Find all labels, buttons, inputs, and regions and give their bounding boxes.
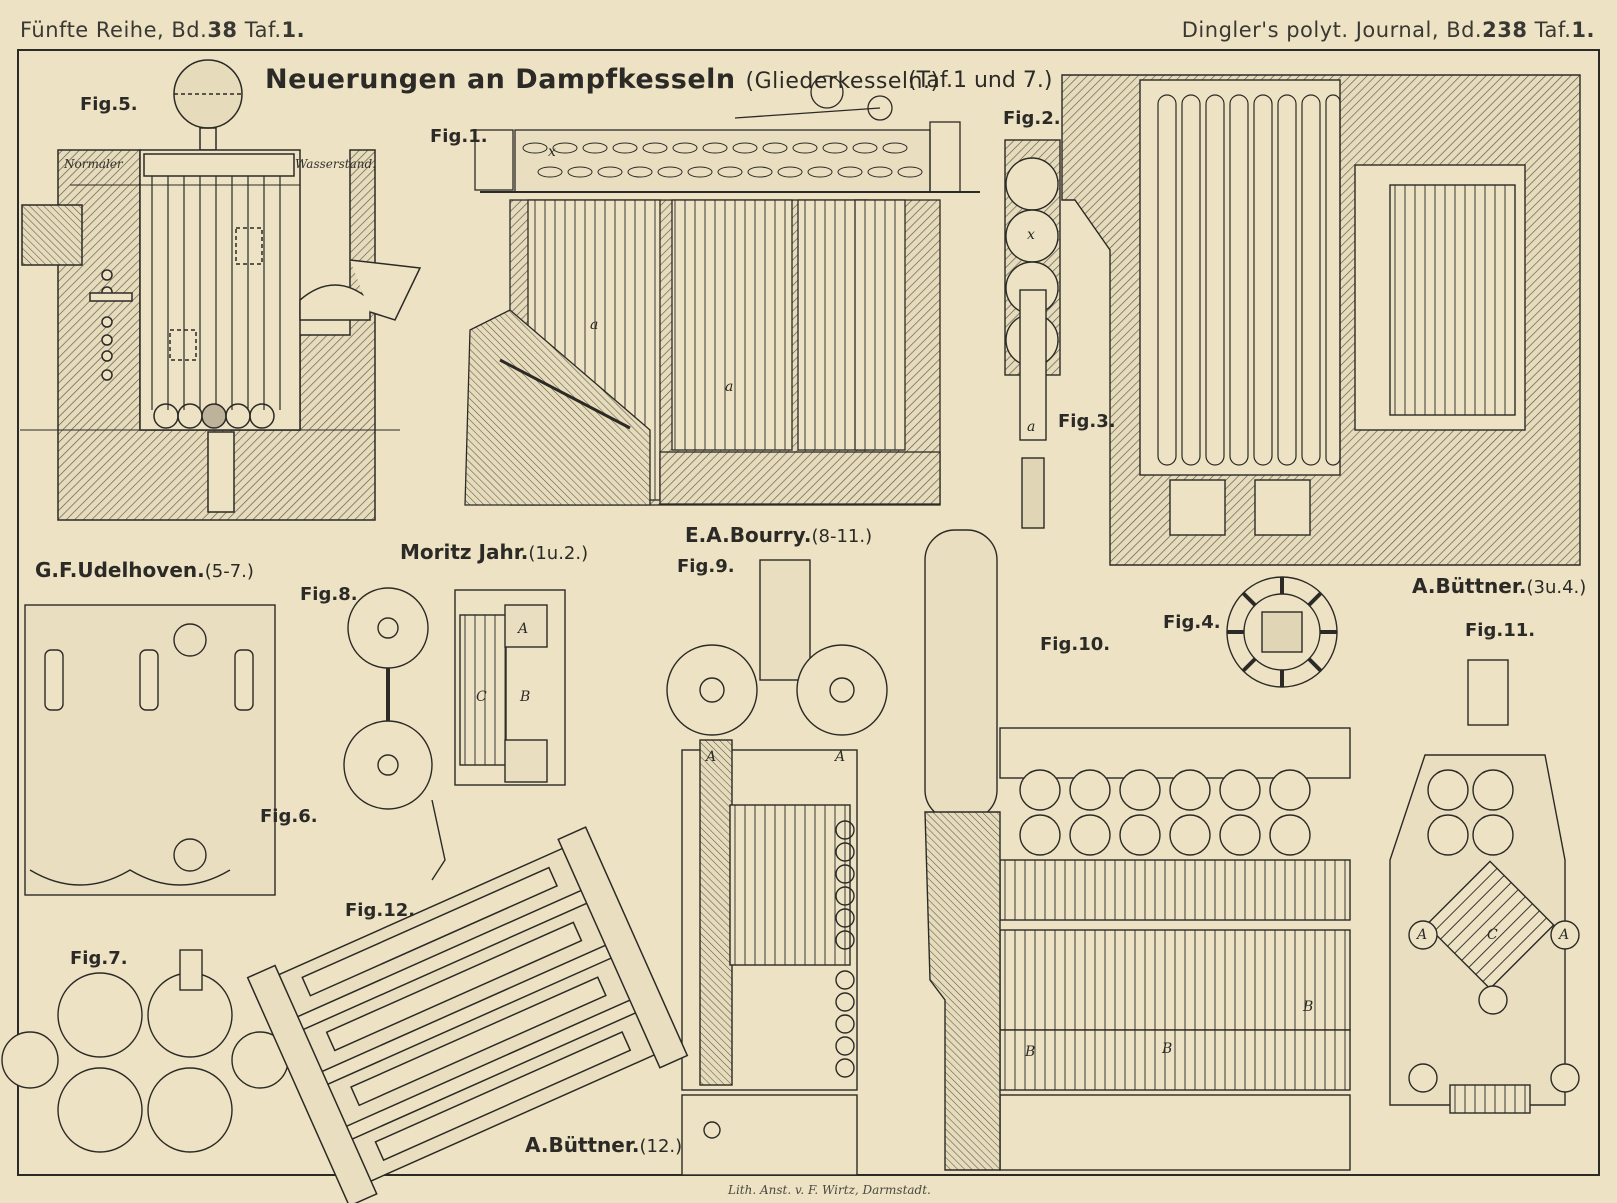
boiler-body [139, 149, 301, 431]
plate-title: Neuerungen an Dampfkesseln (Gliederkesse… [265, 66, 940, 93]
fig2-label: Fig.2. [1003, 108, 1061, 129]
credit-jahr-name: Moritz Jahr. [400, 540, 529, 564]
fig3-drawing [1061, 74, 1581, 566]
credit-bourry-ref: (8-11.) [811, 526, 873, 547]
lithographer-imprint: Lith. Anst. v. F. Wirtz, Darmstadt. [728, 1183, 931, 1197]
fig9-drawing [666, 559, 888, 1176]
mark-A-fig9: A [706, 749, 717, 765]
credit-buettner-3-4: A.Büttner.(3u.4.) [1412, 576, 1586, 597]
note-water-level: Wasserstand. [295, 157, 376, 171]
credit-udelhoven: G.F.Udelhoven.(5-7.) [35, 560, 254, 581]
upper-drum-row [514, 129, 931, 193]
fig4-drawing [1226, 576, 1338, 688]
note-normal: Normaler [64, 157, 123, 171]
header-series: Fünfte Reihe, Bd. [20, 18, 208, 42]
fig10-label: Fig.10. [1040, 634, 1111, 655]
mark-B-fig8: B [520, 689, 531, 705]
header-right: Dingler's polyt. Journal, Bd.238 Taf.1. [1182, 20, 1595, 41]
header-journal-plate-number: 1. [1571, 18, 1595, 42]
header-left: Fünfte Reihe, Bd.38 Taf.1. [20, 20, 305, 41]
header-journal: Dingler's polyt. Journal, Bd. [1181, 18, 1483, 42]
fig4-label: Fig.4. [1163, 612, 1221, 633]
mark-A-fig11-left: A [1417, 927, 1428, 943]
credit-bourry: E.A.Bourry.(8-11.) [685, 525, 872, 546]
fig1-label: Fig.1. [430, 126, 488, 147]
mark-A-fig8: A [518, 621, 529, 637]
credit-bourry-name: E.A.Bourry. [685, 523, 812, 547]
title-plates: (Taf.1 und 7.) [908, 68, 1053, 93]
fig6-fig7-drawing [1, 604, 289, 1153]
fig8-label: Fig.8. [300, 584, 358, 605]
header-journal-volume: 238 [1482, 18, 1528, 42]
title-sub: (Gliederkesseln.) [745, 69, 940, 94]
fig5-drawing [20, 59, 422, 521]
mark-A-fig11-right: A [1559, 927, 1570, 943]
mark-B-fig10-mid: B [1162, 1041, 1173, 1057]
mark-x-fig2: x [1027, 227, 1035, 243]
mark-x-fig1: x [548, 144, 556, 160]
fig11-label: Fig.11. [1465, 620, 1536, 641]
mark-a-fig2: a [1027, 419, 1036, 435]
credit-buettner-3-4-name: A.Büttner. [1412, 574, 1527, 598]
mark-a-fig1-lower: a [725, 379, 734, 395]
credit-jahr-ref: (1u.2.) [528, 543, 589, 564]
header-volume: 38 [207, 18, 238, 42]
credit-buettner-3-4-ref: (3u.4.) [1526, 577, 1587, 598]
fig5-label: Fig.5. [80, 94, 138, 115]
fig1-drawing [464, 75, 980, 506]
header-journal-plate: Taf. [1534, 18, 1572, 42]
fig6-label: Fig.6. [260, 806, 318, 827]
fig11-drawing [1389, 659, 1580, 1114]
credit-udelhoven-ref: (5-7.) [204, 561, 254, 582]
fig12-drawing [246, 826, 689, 1203]
credit-buettner-12-name: A.Büttner. [525, 1133, 640, 1157]
fig3-label: Fig.3. [1058, 411, 1116, 432]
mark-C-fig8: C [476, 689, 487, 705]
credit-buettner-12-ref: (12.) [639, 1136, 683, 1157]
mark-C-fig11: C [1487, 927, 1498, 943]
fig9-label: Fig.9. [677, 556, 735, 577]
header-plate: Taf. [244, 18, 282, 42]
fig10-drawing [924, 529, 1351, 1171]
title-main: Neuerungen an Dampfkesseln [265, 64, 736, 95]
mark-B-fig10: B [1303, 999, 1314, 1015]
fig2-fig3-drawing [1004, 139, 1061, 529]
mark-A-fig9-right: A [835, 749, 846, 765]
mark-a-fig1: a [590, 317, 599, 333]
fig7-label: Fig.7. [70, 948, 128, 969]
credit-jahr: Moritz Jahr.(1u.2.) [400, 542, 588, 563]
credit-buettner-12: A.Büttner.(12.) [525, 1135, 682, 1156]
fig8-drawing [343, 587, 566, 881]
fig12-label: Fig.12. [345, 900, 416, 921]
header-plate-number: 1. [281, 18, 306, 42]
credit-udelhoven-name: G.F.Udelhoven. [35, 558, 205, 582]
mark-B-fig10-left: B [1025, 1044, 1036, 1060]
